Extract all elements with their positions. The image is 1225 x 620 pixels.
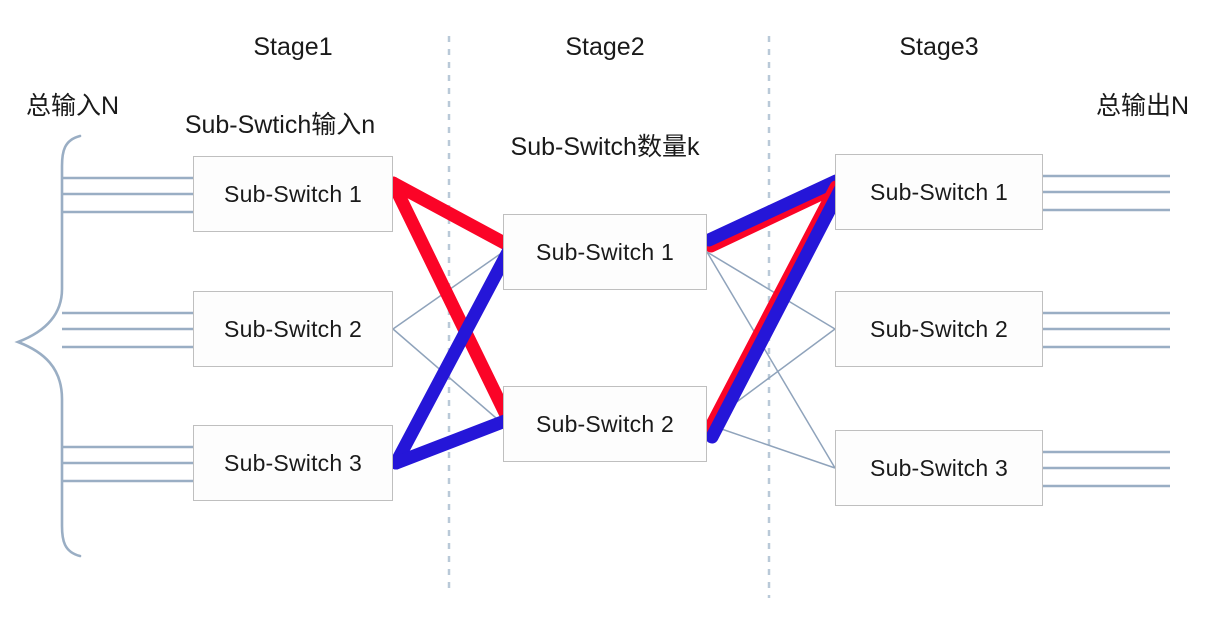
thin-link-4 xyxy=(706,251,836,469)
io-port-lines-group xyxy=(62,174,1170,488)
input-brace xyxy=(14,134,82,558)
path-blue-m1-r1[interactable] xyxy=(702,174,843,247)
node-stage2-1[interactable]: Sub-Switch 1 xyxy=(503,214,707,290)
node-stage2-2[interactable]: Sub-Switch 2 xyxy=(503,386,707,462)
path-blue-m2-r1[interactable] xyxy=(705,183,847,444)
path-blue-l3-m2[interactable] xyxy=(389,414,512,470)
node-label: Sub-Switch 2 xyxy=(224,315,362,342)
node-label: Sub-Switch 3 xyxy=(224,449,362,476)
node-stage1-2[interactable]: Sub-Switch 2 xyxy=(193,291,393,367)
thin-link-6 xyxy=(706,423,836,469)
caption-total-input: 总输入N xyxy=(25,92,120,120)
caption-subswitch-input: Sub-Swtich输入n xyxy=(184,111,376,139)
node-label: Sub-Switch 2 xyxy=(870,315,1008,342)
node-label: Sub-Switch 2 xyxy=(536,410,674,437)
total-input-brace xyxy=(14,134,82,558)
node-label: Sub-Switch 1 xyxy=(536,238,674,265)
path-blue-l3-m1[interactable] xyxy=(389,243,516,470)
node-stage3-2[interactable]: Sub-Switch 2 xyxy=(835,291,1043,367)
caption-total-output: 总输出N xyxy=(1095,92,1190,120)
stage-title-stage1: Stage1 xyxy=(253,33,333,61)
stage-title-stage2: Stage2 xyxy=(565,33,645,61)
node-stage3-3[interactable]: Sub-Switch 3 xyxy=(835,430,1043,506)
highlighted-path-group xyxy=(386,174,847,470)
node-label: Sub-Switch 3 xyxy=(870,454,1008,481)
node-stage1-1[interactable]: Sub-Switch 1 xyxy=(193,156,393,232)
caption-subswitch-count: Sub-Switch数量k xyxy=(510,133,700,161)
stage-title-stage3: Stage3 xyxy=(899,33,979,61)
node-label: Sub-Switch 1 xyxy=(224,180,362,207)
thin-link-3 xyxy=(706,251,836,330)
stage-divider-group xyxy=(447,36,771,598)
node-stage1-3[interactable]: Sub-Switch 3 xyxy=(193,425,393,501)
node-stage3-1[interactable]: Sub-Switch 1 xyxy=(835,154,1043,230)
path-red-l1-m1[interactable] xyxy=(386,176,517,253)
node-label: Sub-Switch 1 xyxy=(870,178,1008,205)
path-red-l1-m2[interactable] xyxy=(386,176,515,426)
